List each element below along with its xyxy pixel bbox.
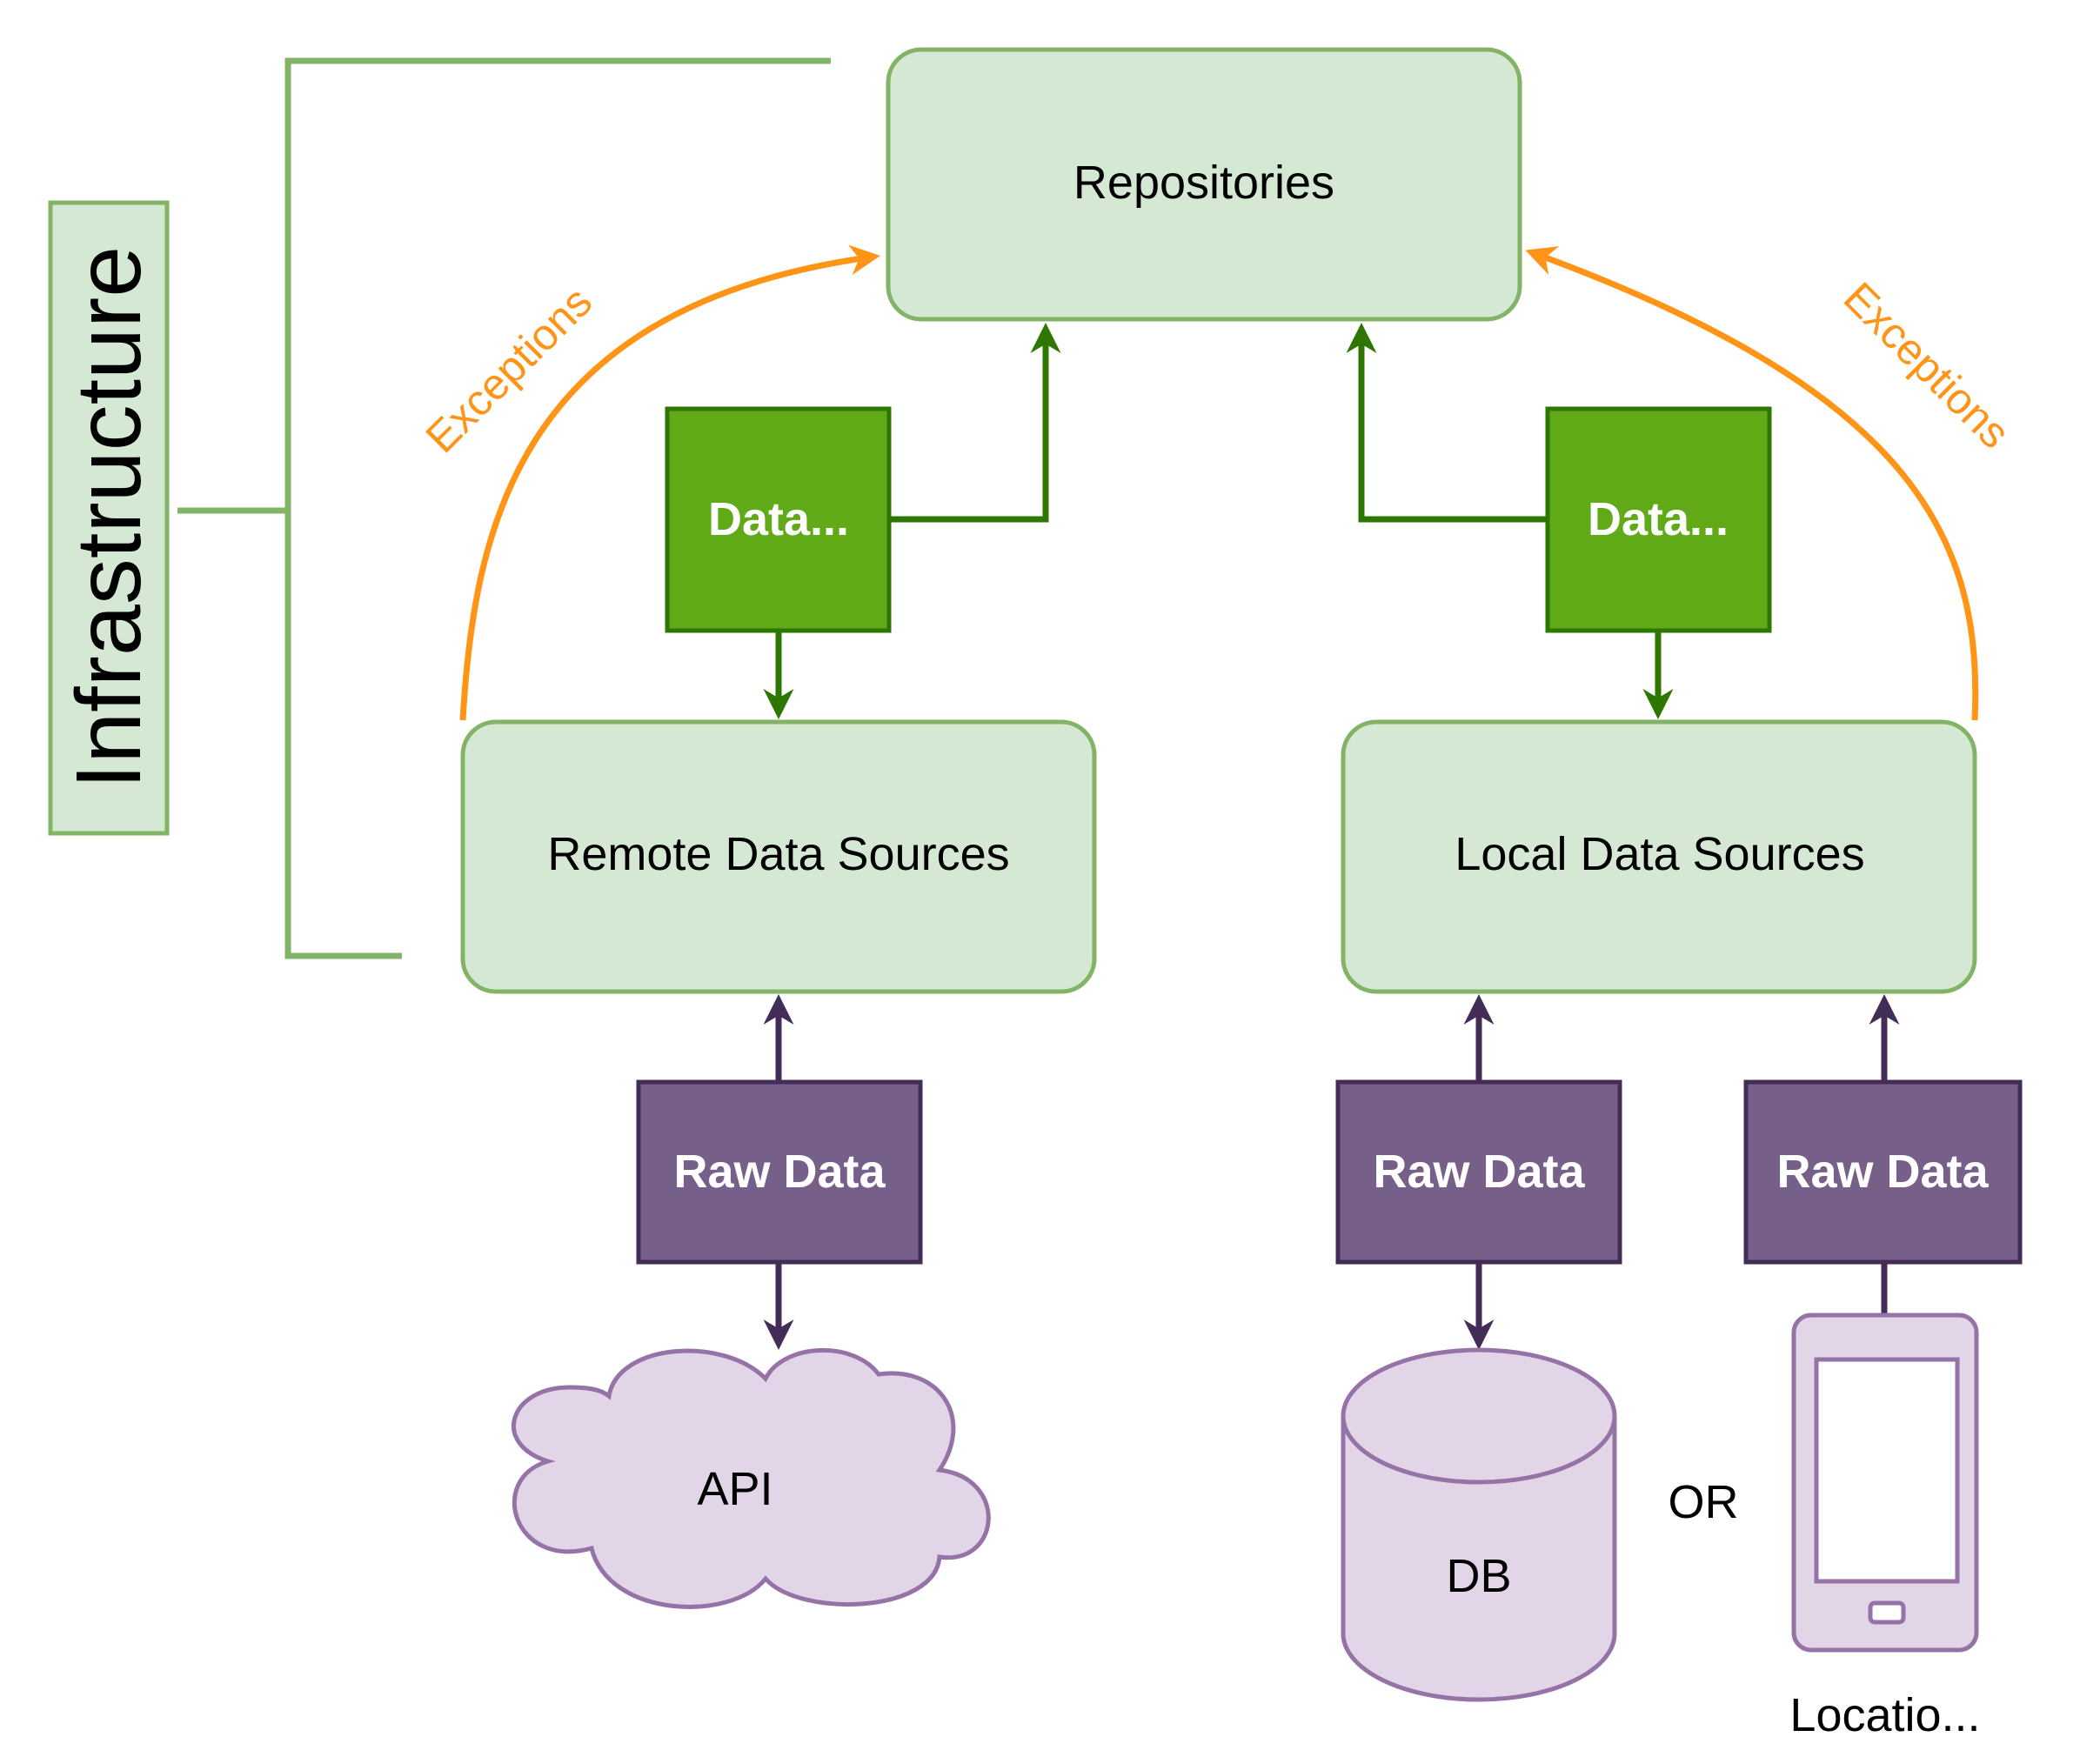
raw-data-label-location: Raw Data [1776, 1146, 1989, 1198]
exceptions-arrow-right [1525, 246, 1979, 721]
raw-data-label-db: Raw Data [1373, 1146, 1585, 1198]
remote-data-sources-label: Remote Data Sources [547, 828, 1009, 880]
infrastructure-bracket [177, 57, 831, 959]
infrastructure-label: Infrastructure [57, 246, 160, 789]
api-cloud: API [512, 1348, 991, 1609]
exceptions-label-left: Exceptions [417, 277, 602, 463]
local-data-sources-node: Local Data Sources [1341, 719, 1977, 994]
data-node-left: Data... [665, 406, 892, 633]
phone-icon [1791, 1313, 1979, 1653]
data-label-left: Data... [708, 493, 849, 545]
api-label: API [697, 1463, 772, 1515]
local-data-sources-label: Local Data Sources [1455, 828, 1864, 880]
repositories-node: Repositories [886, 47, 1522, 322]
data-to-repositories-arrow-right [1346, 323, 1548, 523]
infrastructure-label-box: Infrastructure [48, 200, 170, 836]
location-label: Locatio... [1789, 1689, 1980, 1741]
data-to-repositories-arrow-left [889, 323, 1061, 523]
remote-data-sources-node: Remote Data Sources [460, 719, 1097, 994]
raw-data-node-db: Raw Data [1335, 1079, 1622, 1265]
db-label: DB [1446, 1550, 1511, 1602]
or-label: OR [1669, 1476, 1739, 1528]
data-node-right: Data... [1545, 406, 1772, 633]
exceptions-arrow-left [459, 244, 880, 721]
data-label-right: Data... [1588, 493, 1729, 545]
repositories-label: Repositories [1073, 157, 1334, 209]
raw-data-label-api: Raw Data [673, 1146, 886, 1198]
raw-data-node-api: Raw Data [636, 1079, 923, 1265]
db-cylinder: DB [1341, 1347, 1617, 1702]
raw-data-node-location: Raw Data [1743, 1079, 2023, 1265]
